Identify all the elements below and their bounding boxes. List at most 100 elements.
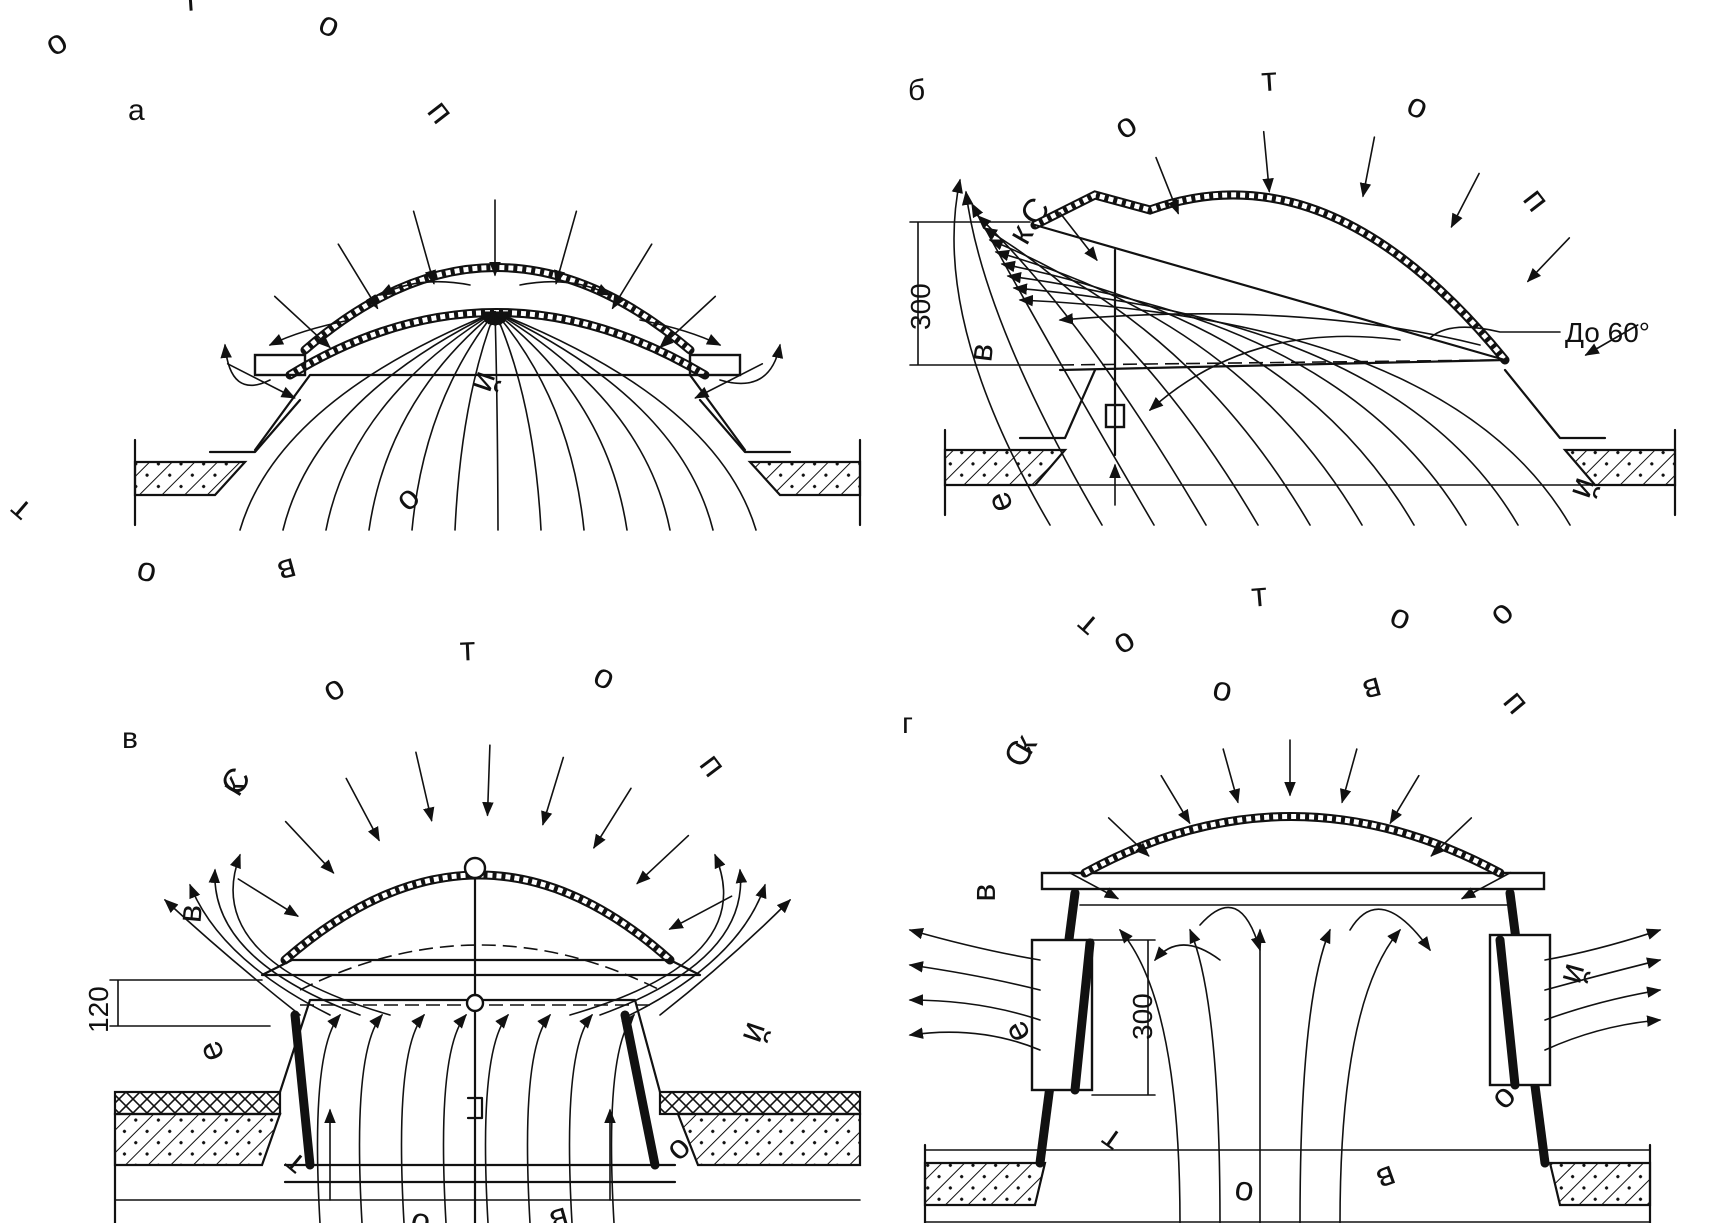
air-flow-arrow [908,994,1041,1021]
air-flow-arrow [1189,928,1221,1223]
light-ray [541,756,565,826]
arc-letter: е [979,487,1021,518]
light-ray [1526,237,1571,283]
panel-a-slab [133,398,862,527]
air-flow-arrow [1018,294,1571,526]
panel-g-dim-300: 300 [1091,939,1158,1096]
arc-letter: о [1108,105,1144,147]
air-flow-arrow [454,310,496,531]
air-flow-arrow [908,961,1041,991]
arc-letter: т [2,491,39,530]
air-flow-arrow [1544,1015,1662,1051]
arc-letter: п [420,93,461,131]
panel-b-open-sash [1033,223,1507,372]
air-flow-arrow [163,899,301,1016]
air-flow-arrow [908,1027,1041,1051]
air-flow-arrow [988,239,1311,526]
arc-letter: о [1105,620,1141,662]
air-flow-arrow [976,215,1207,526]
air-flow-arrow [526,1013,551,1223]
air-flow-arrow [368,311,497,531]
air-flow-arrow [442,1013,467,1223]
air-flow-arrow [489,310,502,531]
arc-letter: о [38,22,74,64]
panel-v-air-flow [163,853,792,1223]
arc-letter: о [1484,595,1524,636]
arc-letter: о [1232,1173,1256,1213]
light-ray [593,787,632,849]
air-flow-arrow [316,1013,341,1223]
light-ray [273,295,331,349]
panel-v-dome [280,870,675,965]
air-flow-arrow [189,883,331,1016]
air-flow-arrow [1058,313,1481,346]
air-flow-arrow [1544,986,1662,1021]
air-flow-arrow [639,319,722,346]
arc-letter: о [1208,673,1235,714]
arc-letter: т [1260,60,1278,99]
light-ray [1450,172,1480,229]
panel-v-dim-120-label: 120 [83,986,114,1033]
arc-letter: п [692,746,733,784]
arc-letter: о [407,1204,433,1223]
light-ray [1389,774,1420,825]
arc-letter: й [735,1018,777,1048]
light-ray [554,210,578,285]
air-flow-arrow [208,868,361,1016]
light-ray [694,363,764,399]
air-flow-arrow [610,1013,635,1223]
light-ray [337,243,379,310]
arc-letter: в [961,341,1001,363]
panel-b-dim-300-label: 300 [905,283,936,330]
air-flow-arrow [1349,908,1431,952]
air-flow-arrow [493,311,628,531]
arc-letter: в [546,1199,574,1223]
panel-a-curb [253,373,747,452]
panel-g-air-flow [908,906,1662,1223]
air-flow-arrow [400,1013,425,1223]
arc-letter: о [133,553,160,594]
air-flow-arrow [1199,906,1262,952]
panel-v-slab [113,1090,862,1223]
air-flow-arrow [493,311,714,531]
panel-g-dome [1080,812,1505,878]
light-ray [237,878,299,917]
light-ray [668,895,733,930]
panel-b-actuator [1104,403,1126,429]
arc-letter: е [190,1035,232,1067]
air-flow-arrow [484,1013,509,1223]
air-flow-arrow [239,311,497,531]
air-flow-arrow [494,310,585,531]
arc-letter: о [313,3,346,45]
air-flow-arrow [1012,283,1519,526]
panel-v-wall-right [620,1010,660,1170]
arc-letter: т [459,630,476,669]
air-flow-arrow [494,310,542,531]
air-flow-arrow [1119,928,1181,1223]
panel-a-flange-right [688,353,742,377]
panel-a-light-rays [226,199,764,399]
panel-b-slab [943,368,1677,517]
air-flow-arrow [994,249,1363,526]
panel-b-closed-sash [1059,359,1501,366]
panel-g-light-rays [1068,739,1512,900]
light-ray [659,295,717,349]
air-flow-arrow [1148,335,1401,411]
panel-a-flange-left [253,353,307,377]
panel-g-dim-300-label: 300 [1127,993,1158,1040]
air-flow-arrow [1544,957,1662,991]
arc-letter: в [171,903,210,924]
light-ray [1222,748,1240,804]
panel-g-slab [923,1143,1652,1223]
arc-letter: о [390,481,430,522]
air-flow-arrow [358,1013,383,1223]
air-flow-arrow [568,1013,593,1223]
arc-letter: в [273,550,301,591]
light-ray [1359,136,1376,198]
panel-a-letter: а [128,94,145,127]
air-flow-arrow [629,883,767,1016]
arc-letter: т [1093,1120,1128,1160]
